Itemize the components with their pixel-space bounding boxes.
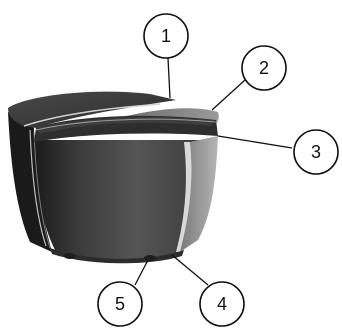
callout-5: 5 — [97, 281, 143, 327]
callout-label: 4 — [217, 294, 227, 314]
leader-line-5 — [134, 259, 149, 286]
callout-label: 5 — [115, 294, 125, 314]
callout-label: 1 — [161, 26, 171, 46]
seam-line — [33, 131, 51, 249]
body-right-panel — [180, 136, 218, 252]
lid-seam — [23, 103, 161, 127]
device-body — [8, 91, 219, 264]
body-front — [34, 140, 204, 260]
foot-right — [144, 255, 156, 261]
leader-lines — [134, 57, 293, 286]
callout-label: 3 — [311, 142, 321, 162]
callout-3: 3 — [293, 129, 339, 175]
foot-left — [64, 253, 76, 259]
body-right-edge — [176, 142, 192, 252]
leader-line-4 — [171, 254, 209, 286]
callout-4: 4 — [199, 281, 245, 327]
callout-2: 2 — [241, 45, 287, 91]
body-left-shell — [8, 112, 52, 252]
callout-1: 1 — [143, 13, 189, 59]
lid-front-top — [36, 117, 214, 134]
lid-seam — [35, 118, 217, 131]
seam-line — [29, 129, 47, 247]
leader-line-3 — [217, 135, 293, 149]
leader-line-2 — [211, 79, 246, 111]
leader-line-1 — [167, 57, 171, 99]
callout-label: 2 — [259, 58, 269, 78]
